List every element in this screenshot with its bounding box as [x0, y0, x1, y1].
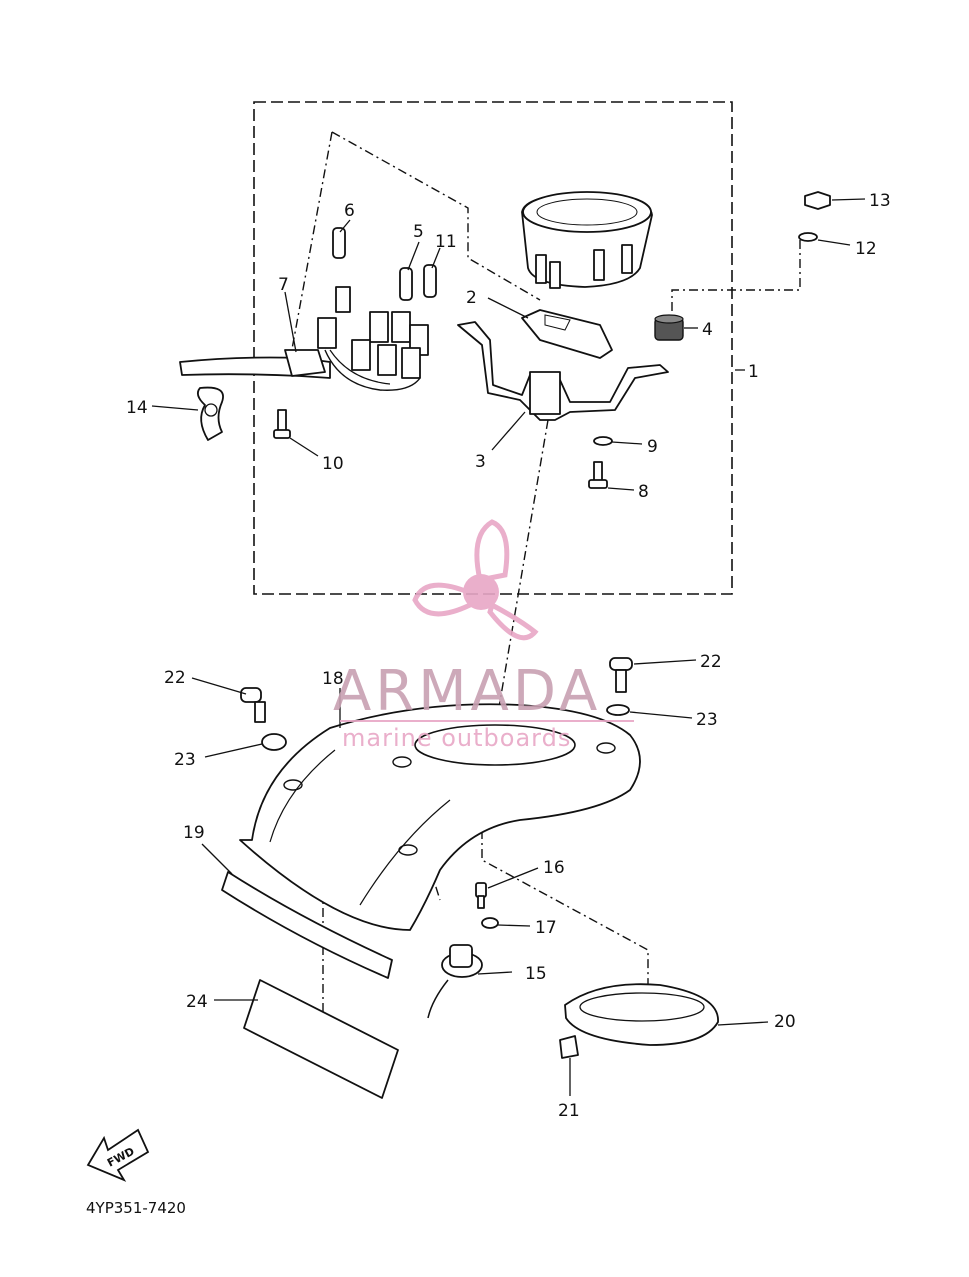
- callout-15: 15: [525, 964, 547, 984]
- part-clip-21: [559, 1035, 579, 1059]
- callout-11: 11: [435, 232, 457, 252]
- armada-watermark: ARMADA marine outboards: [333, 519, 634, 752]
- callouts: 1 2 3 4 5 6 7 8 9 10 11 12 13 14 15 16 1…: [126, 191, 891, 1121]
- part-sensor: [427, 944, 483, 1019]
- callout-1: 1: [748, 362, 759, 382]
- callout-24: 24: [186, 992, 208, 1012]
- part-lower-cover: [239, 703, 641, 931]
- part-trim-strip: [221, 871, 393, 979]
- callout-3: 3: [475, 452, 486, 472]
- callout-14: 14: [126, 398, 148, 418]
- part-washer-12: [798, 232, 818, 242]
- callout-4: 4: [702, 320, 713, 340]
- part-cover: [521, 309, 613, 359]
- callout-16: 16: [543, 858, 565, 878]
- part-screw-22-right: [609, 657, 633, 693]
- part-clamp: [196, 386, 224, 441]
- callout-7: 7: [278, 275, 289, 295]
- callout-8: 8: [638, 482, 649, 502]
- callout-18: 18: [322, 669, 344, 689]
- part-screw-10: [273, 409, 291, 439]
- callout-5: 5: [413, 222, 424, 242]
- watermark-tagline: marine outboards: [342, 724, 571, 752]
- watermark-brand: ARMADA: [333, 659, 601, 724]
- callout-12: 12: [855, 239, 877, 259]
- part-nut-13: [804, 191, 831, 210]
- part-screw-8: [588, 461, 608, 489]
- bulbs-and-sockets: [317, 227, 437, 391]
- part-screw-16: [475, 882, 487, 909]
- part-washer-17: [481, 917, 499, 929]
- part-bracket: [457, 321, 669, 421]
- callout-2: 2: [466, 288, 477, 308]
- callout-10: 10: [322, 454, 344, 474]
- part-washer-9: [593, 436, 613, 446]
- callout-19: 19: [183, 823, 205, 843]
- callout-23-right: 23: [696, 710, 718, 730]
- callout-13: 13: [869, 191, 891, 211]
- part-seal-plate: [243, 979, 399, 1099]
- part-washer-23-right: [606, 704, 630, 716]
- callout-22-right: 22: [700, 652, 722, 672]
- propeller-logo-icon: [412, 519, 539, 641]
- part-screw-22-left: [240, 687, 266, 723]
- callout-9: 9: [647, 437, 658, 457]
- callout-6: 6: [344, 201, 355, 221]
- part-washer-23-left: [261, 733, 287, 751]
- callout-22-left: 22: [164, 668, 186, 688]
- callout-17: 17: [535, 918, 557, 938]
- fwd-arrow-icon: FWD: [86, 1128, 150, 1182]
- callout-23-left: 23: [174, 750, 196, 770]
- leader-lines: [151, 198, 866, 1096]
- diagram-code: 4YP351-7420: [86, 1199, 186, 1217]
- callout-20: 20: [774, 1012, 796, 1032]
- part-grommet: [654, 314, 684, 341]
- callout-21: 21: [558, 1101, 580, 1121]
- part-ring: [564, 983, 719, 1046]
- meter-housing: [521, 191, 653, 289]
